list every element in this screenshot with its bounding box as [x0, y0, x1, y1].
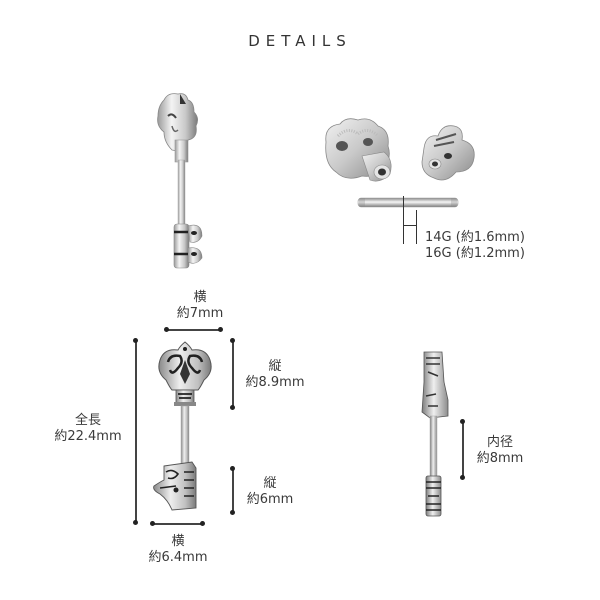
measure-line-total-length [135, 341, 137, 523]
measure-endpoint [230, 338, 235, 343]
measure-endpoint [230, 510, 235, 515]
dimension-label: 縦 [263, 476, 277, 491]
measure-line-inner-diameter [462, 422, 464, 478]
measure-endpoint [150, 521, 155, 526]
measure-line-top-width [166, 329, 221, 331]
measure-line-bottom-height [232, 469, 234, 513]
dimension-value: 約7mm [176, 306, 224, 321]
dimension-top-height: 縦 約8.9mm [240, 359, 310, 391]
measure-endpoint [133, 338, 138, 343]
measure-endpoint [200, 521, 205, 526]
dimension-value: 約8.9mm [245, 375, 305, 390]
page-title: DETAILS [248, 32, 352, 50]
dimension-total-length: 全長 約22.4mm [46, 413, 130, 445]
dimension-value: 約22.4mm [54, 429, 122, 444]
dimension-label: 内径 [486, 435, 513, 450]
dimension-label: 全長 [74, 413, 101, 428]
measure-endpoint [230, 466, 235, 471]
gauge-14g: 14G (約1.6mm) [425, 230, 525, 245]
gauge-indicator-line [416, 210, 417, 244]
measure-line-top-height [232, 341, 234, 407]
measure-endpoint [133, 520, 138, 525]
measure-endpoint [460, 419, 465, 424]
measure-endpoint [460, 475, 465, 480]
photo-key-side-view [157, 93, 203, 269]
gauge-indicator-line [403, 225, 417, 226]
measure-line-bottom-width [153, 523, 203, 525]
photo-key-profile-view [421, 351, 449, 517]
dimension-top-width: 横 約7mm [160, 290, 240, 322]
dimension-inner-diameter: 内径 約8mm [470, 435, 530, 467]
dimension-label: 縦 [268, 359, 282, 374]
dimension-bottom-height: 縦 約6mm [240, 476, 300, 508]
measure-endpoint [218, 327, 223, 332]
measure-endpoint [164, 327, 169, 332]
dimension-value: 約6.4mm [148, 550, 208, 565]
gauge-indicator-line [403, 196, 404, 244]
dimension-value: 約8mm [476, 451, 524, 466]
gauge-info: 14G (約1.6mm) 16G (約1.2mm) [425, 230, 525, 262]
dimension-bottom-width: 横 約6.4mm [140, 534, 216, 566]
gauge-16g: 16G (約1.2mm) [425, 246, 525, 261]
dimension-label: 横 [193, 290, 207, 305]
photo-key-front-view [153, 341, 212, 511]
photo-disassembled-parts [325, 118, 475, 208]
dimension-value: 約6mm [246, 492, 294, 507]
measure-endpoint [230, 405, 235, 410]
dimension-label: 横 [171, 534, 185, 549]
